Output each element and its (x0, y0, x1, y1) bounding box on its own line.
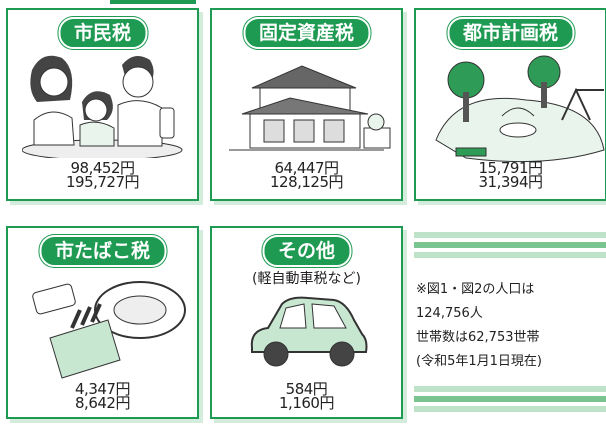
stripe (414, 396, 606, 402)
amounts: 64,447円 128,125円 (212, 159, 401, 191)
card-property-tax: 固定資産税 64,447円 128,125円 (210, 8, 403, 201)
amounts: 15,791円 31,394円 (416, 159, 605, 191)
amount-per-household: 1,160円 (279, 394, 334, 412)
amounts: 98,452円 195,727円 (8, 159, 197, 191)
park-illustration (435, 55, 605, 163)
stripe (414, 406, 606, 412)
amount-per-household: 31,394円 (478, 173, 544, 191)
card-city-tax: 市民税 98,452円 195,727円 (6, 8, 199, 201)
card-title: 固定資産税 (242, 17, 371, 49)
card-city-planning-tax: 都市計画税 15,791円 31,394円 (414, 8, 606, 201)
stripe (414, 386, 606, 392)
card-other-taxes: その他 (軽自動車税など) 584円 1,160円 (210, 226, 403, 419)
card-title: 市たばこ税 (38, 235, 167, 267)
amount-per-household: 128,125円 (269, 173, 344, 191)
note-line-3: 世帯数は62,753世帯 (416, 330, 540, 345)
tobacco-illustration (32, 281, 186, 379)
amount-per-person: 64,447円 (274, 159, 340, 177)
amount-per-household: 8,642円 (75, 394, 130, 412)
card-subtitle: (軽自動車税など) (252, 271, 361, 287)
amount-per-person: 4,347円 (75, 380, 130, 398)
card-title: 市民税 (57, 17, 148, 49)
amount-per-household: 195,727円 (65, 173, 140, 191)
note-line-2: 124,756人 (416, 306, 483, 321)
card-tobacco-tax: 市たばこ税 4,347円 8,642円 (6, 226, 199, 419)
stripe (414, 242, 606, 248)
note-panel: ※図1・図2の人口は 124,756人 世帯数は62,753世帯 (令和5年1月… (414, 226, 606, 425)
amount-per-person: 98,452円 (70, 159, 136, 177)
house-illustration (229, 65, 391, 151)
amount-per-person: 584円 (285, 380, 328, 398)
amount-per-person: 15,791円 (478, 159, 544, 177)
note-line-4: (令和5年1月1日現在) (416, 354, 542, 369)
amounts: 584円 1,160円 (212, 380, 401, 412)
top-cropped-band (0, 0, 606, 8)
stripe (414, 252, 606, 258)
family-illustration (22, 55, 183, 158)
car-illustration (250, 296, 368, 367)
top-green-bar (110, 0, 196, 4)
card-title: その他 (261, 235, 352, 267)
amounts: 4,347円 8,642円 (8, 380, 197, 412)
stripe (414, 232, 606, 238)
card-title: 都市計画税 (446, 17, 575, 49)
note-line-1: ※図1・図2の人口は (416, 282, 535, 297)
